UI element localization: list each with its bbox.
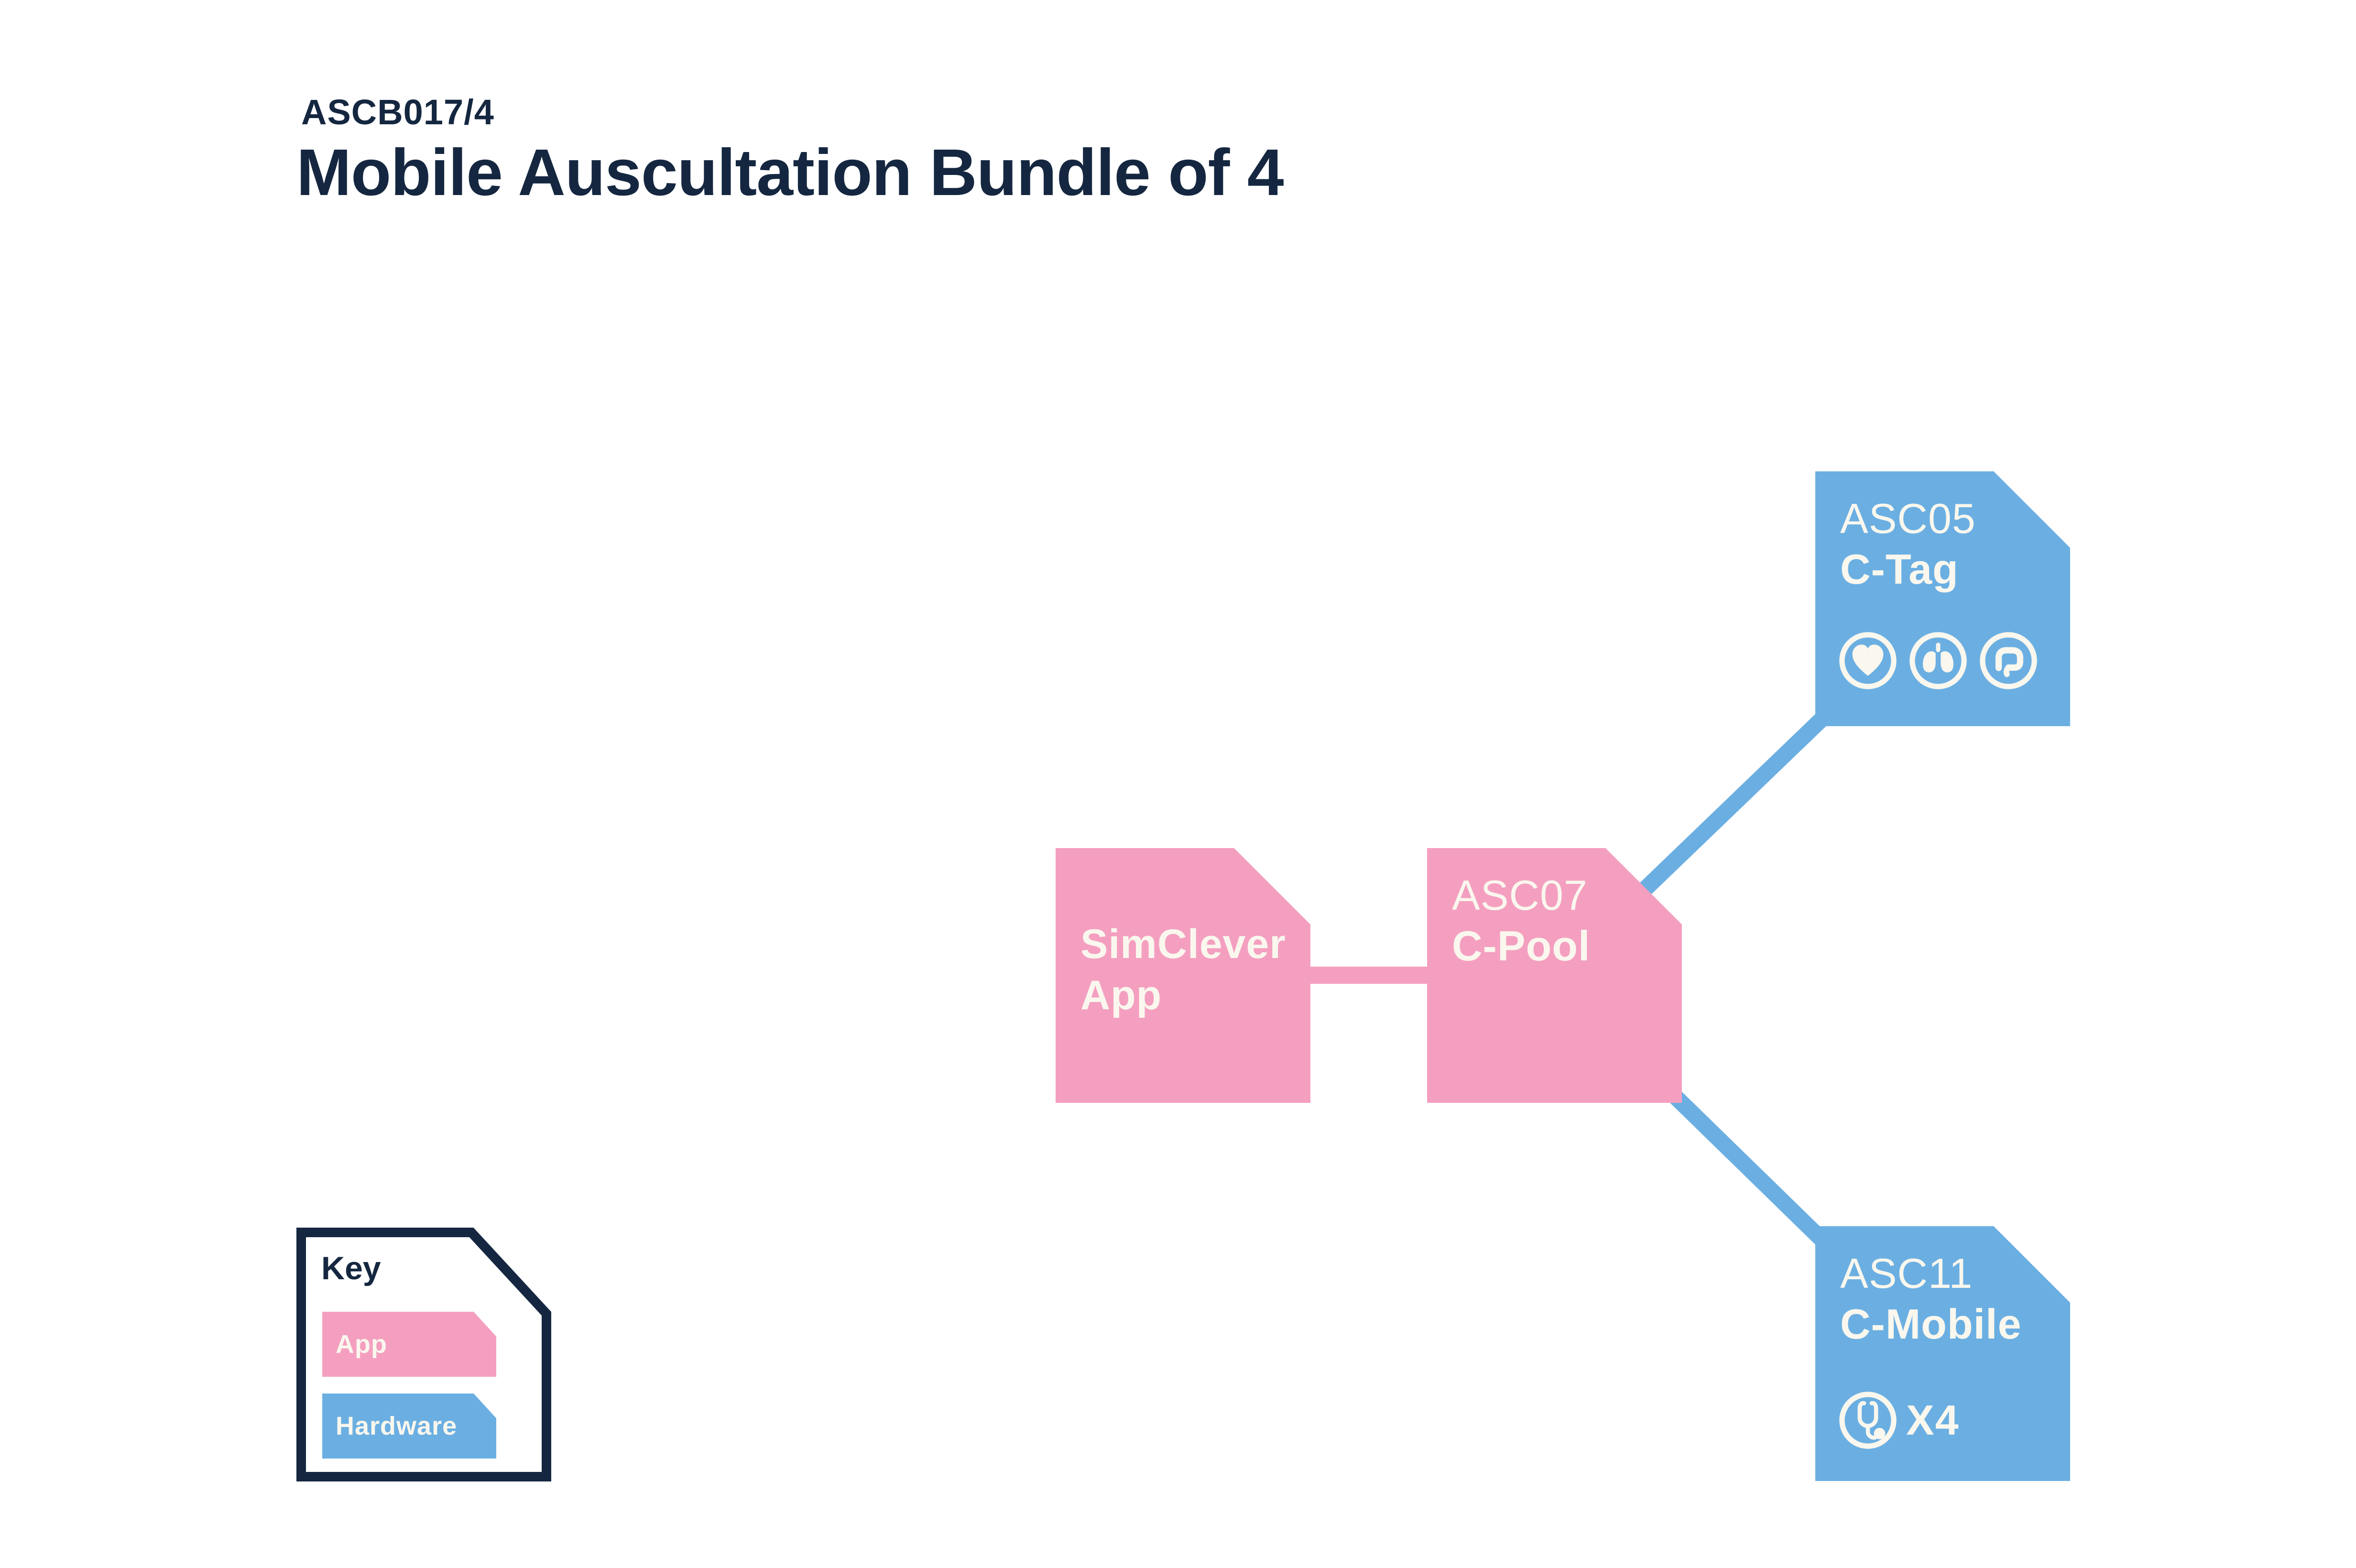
stethoscope-icon xyxy=(1839,1392,1897,1449)
node-asc05-ctag: ASC05 C-Tag xyxy=(1815,471,2070,726)
heart-icon xyxy=(1839,632,1897,689)
page-title: Mobile Auscultation Bundle of 4 xyxy=(296,136,1284,209)
key-legend: Key App Hardware xyxy=(296,1228,551,1481)
node-asc11-name: C-Mobile xyxy=(1840,1300,2022,1348)
stethoscope-quantity-row: X4 xyxy=(1836,1389,1960,1452)
node-simclever-line2: App xyxy=(1080,972,1162,1018)
connector-simclever-cpool xyxy=(1310,967,1427,984)
intestine-icon xyxy=(1980,632,2037,689)
node-asc11-cmobile: ASC11 C-Mobile X4 xyxy=(1815,1226,2070,1481)
node-asc05-name: C-Tag xyxy=(1840,545,1959,593)
organ-icon-row xyxy=(1836,629,2040,692)
node-asc05-label: ASC05 C-Tag xyxy=(1840,493,1976,594)
node-asc05-code: ASC05 xyxy=(1840,495,1976,542)
node-asc11-code: ASC11 xyxy=(1840,1250,1973,1297)
node-simclever-line1: SimClever xyxy=(1080,921,1286,967)
product-code: ASCB017/4 xyxy=(301,92,494,132)
key-title: Key xyxy=(321,1250,381,1286)
connector-cpool-ctag xyxy=(1632,711,1830,903)
quantity-label: X4 xyxy=(1906,1396,1960,1444)
node-simclever-app: SimClever App xyxy=(1056,848,1310,1103)
node-simclever-label: SimClever App xyxy=(1080,919,1286,1021)
node-asc07-code: ASC07 xyxy=(1452,871,1588,919)
node-asc07-cpool: ASC07 C-Pool xyxy=(1427,848,1682,1103)
key-item-hardware-label: Hardware xyxy=(336,1412,458,1440)
lungs-icon xyxy=(1909,632,1967,689)
key-item-hardware: Hardware xyxy=(322,1394,496,1459)
node-asc07-label: ASC07 C-Pool xyxy=(1452,870,1591,971)
node-asc11-label: ASC11 C-Mobile xyxy=(1840,1248,2022,1349)
key-item-app: App xyxy=(322,1312,496,1377)
node-asc07-name: C-Pool xyxy=(1452,922,1591,969)
key-item-app-label: App xyxy=(336,1330,387,1359)
connector-cpool-cmobile xyxy=(1667,1088,1833,1251)
